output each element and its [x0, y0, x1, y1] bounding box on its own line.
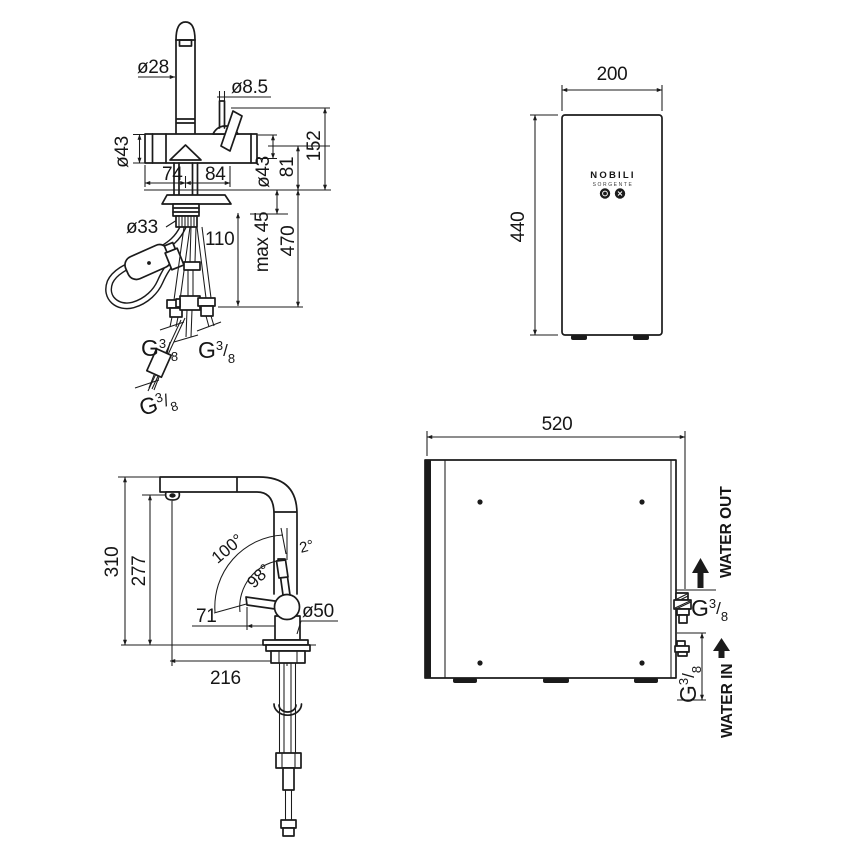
fitting-label-g38-left: G3/8 — [141, 335, 178, 364]
faucet-front-outline — [144, 21, 258, 228]
unit-foot — [543, 678, 569, 683]
unit-foot — [453, 678, 477, 683]
dim-71: 71 — [196, 606, 217, 627]
angle-2: 2° — [298, 537, 316, 557]
fitting-label-g38-out: G3/8 — [691, 595, 728, 624]
dim-470: 470 — [278, 226, 299, 257]
dim-216: 216 — [210, 668, 241, 689]
dim-diameter-43-left: ø43 — [112, 136, 133, 168]
angle-98: 98° — [243, 560, 275, 592]
dim-diameter-43-right: ø43 — [253, 156, 274, 188]
dim-diameter-33: ø33 — [126, 217, 158, 238]
arc-98deg — [239, 559, 285, 613]
filter-unit-top-view: 520 WATER OUT WATER IN G3/8 G3/8 — [424, 414, 736, 738]
dim-84: 84 — [205, 164, 226, 185]
dim-max-45: max 45 — [252, 212, 273, 273]
angle-100: 100° — [208, 530, 247, 567]
filter-unit-top-body — [424, 459, 677, 679]
dim-74: 74 — [162, 164, 183, 185]
dim-diameter-8-5: ø8.5 — [231, 77, 268, 98]
dim-310: 310 — [102, 547, 123, 578]
brand-logo: NOBILI — [590, 170, 635, 181]
unit-foot — [634, 678, 658, 683]
unit-foot-left — [571, 335, 587, 340]
water-in-label: WATER IN — [719, 663, 736, 738]
screw-dot — [639, 660, 645, 666]
unit-foot-right — [633, 335, 649, 340]
dim-277: 277 — [129, 556, 150, 587]
dim-81: 81 — [277, 157, 298, 178]
handle-ball-joint — [273, 593, 301, 621]
unit-edge-strip — [425, 460, 431, 678]
supply-hoses — [134, 226, 222, 392]
control-buttons — [599, 188, 626, 199]
screw-dot — [477, 660, 483, 666]
faucet-side-view: 310 277 100° 98° 2° 71 ø50 216 — [102, 476, 338, 837]
fitting-label-g38-bottom: G3/8 — [136, 385, 180, 424]
water-in-arrow-icon — [713, 638, 730, 658]
dim-440: 440 — [508, 212, 529, 243]
dim-520: 520 — [542, 414, 573, 435]
screw-dot — [477, 499, 483, 505]
fitting-label-g38-in: G3/8 — [675, 666, 704, 703]
handle-lever — [220, 110, 243, 152]
screw-dot — [639, 499, 645, 505]
faucet-front-view: ø28 ø8.5 ø43 74 84 ø43 81 152 ø33 110 ma… — [105, 21, 331, 424]
weight-dot — [147, 261, 151, 265]
button-left-icon — [599, 188, 611, 199]
dim-diameter-50: ø50 — [302, 601, 334, 622]
water-in-fitting — [674, 640, 690, 657]
filter-unit-body — [561, 114, 663, 336]
filter-unit-front-view: NOBILI SORGENTE 200 440 — [508, 64, 663, 340]
dim-152: 152 — [304, 131, 325, 162]
water-out-arrow-icon — [692, 558, 709, 588]
water-out-fitting — [673, 592, 692, 624]
dim-110: 110 — [205, 229, 234, 250]
brand-subtitle: SORGENTE — [593, 182, 634, 188]
water-out-label: WATER OUT — [718, 486, 735, 578]
dim-diameter-28: ø28 — [137, 57, 169, 78]
fitting-label-g38-right: G3/8 — [198, 337, 235, 366]
faucet-side-outline — [159, 476, 311, 837]
dim-200: 200 — [597, 64, 628, 85]
arc-100deg — [214, 534, 284, 613]
